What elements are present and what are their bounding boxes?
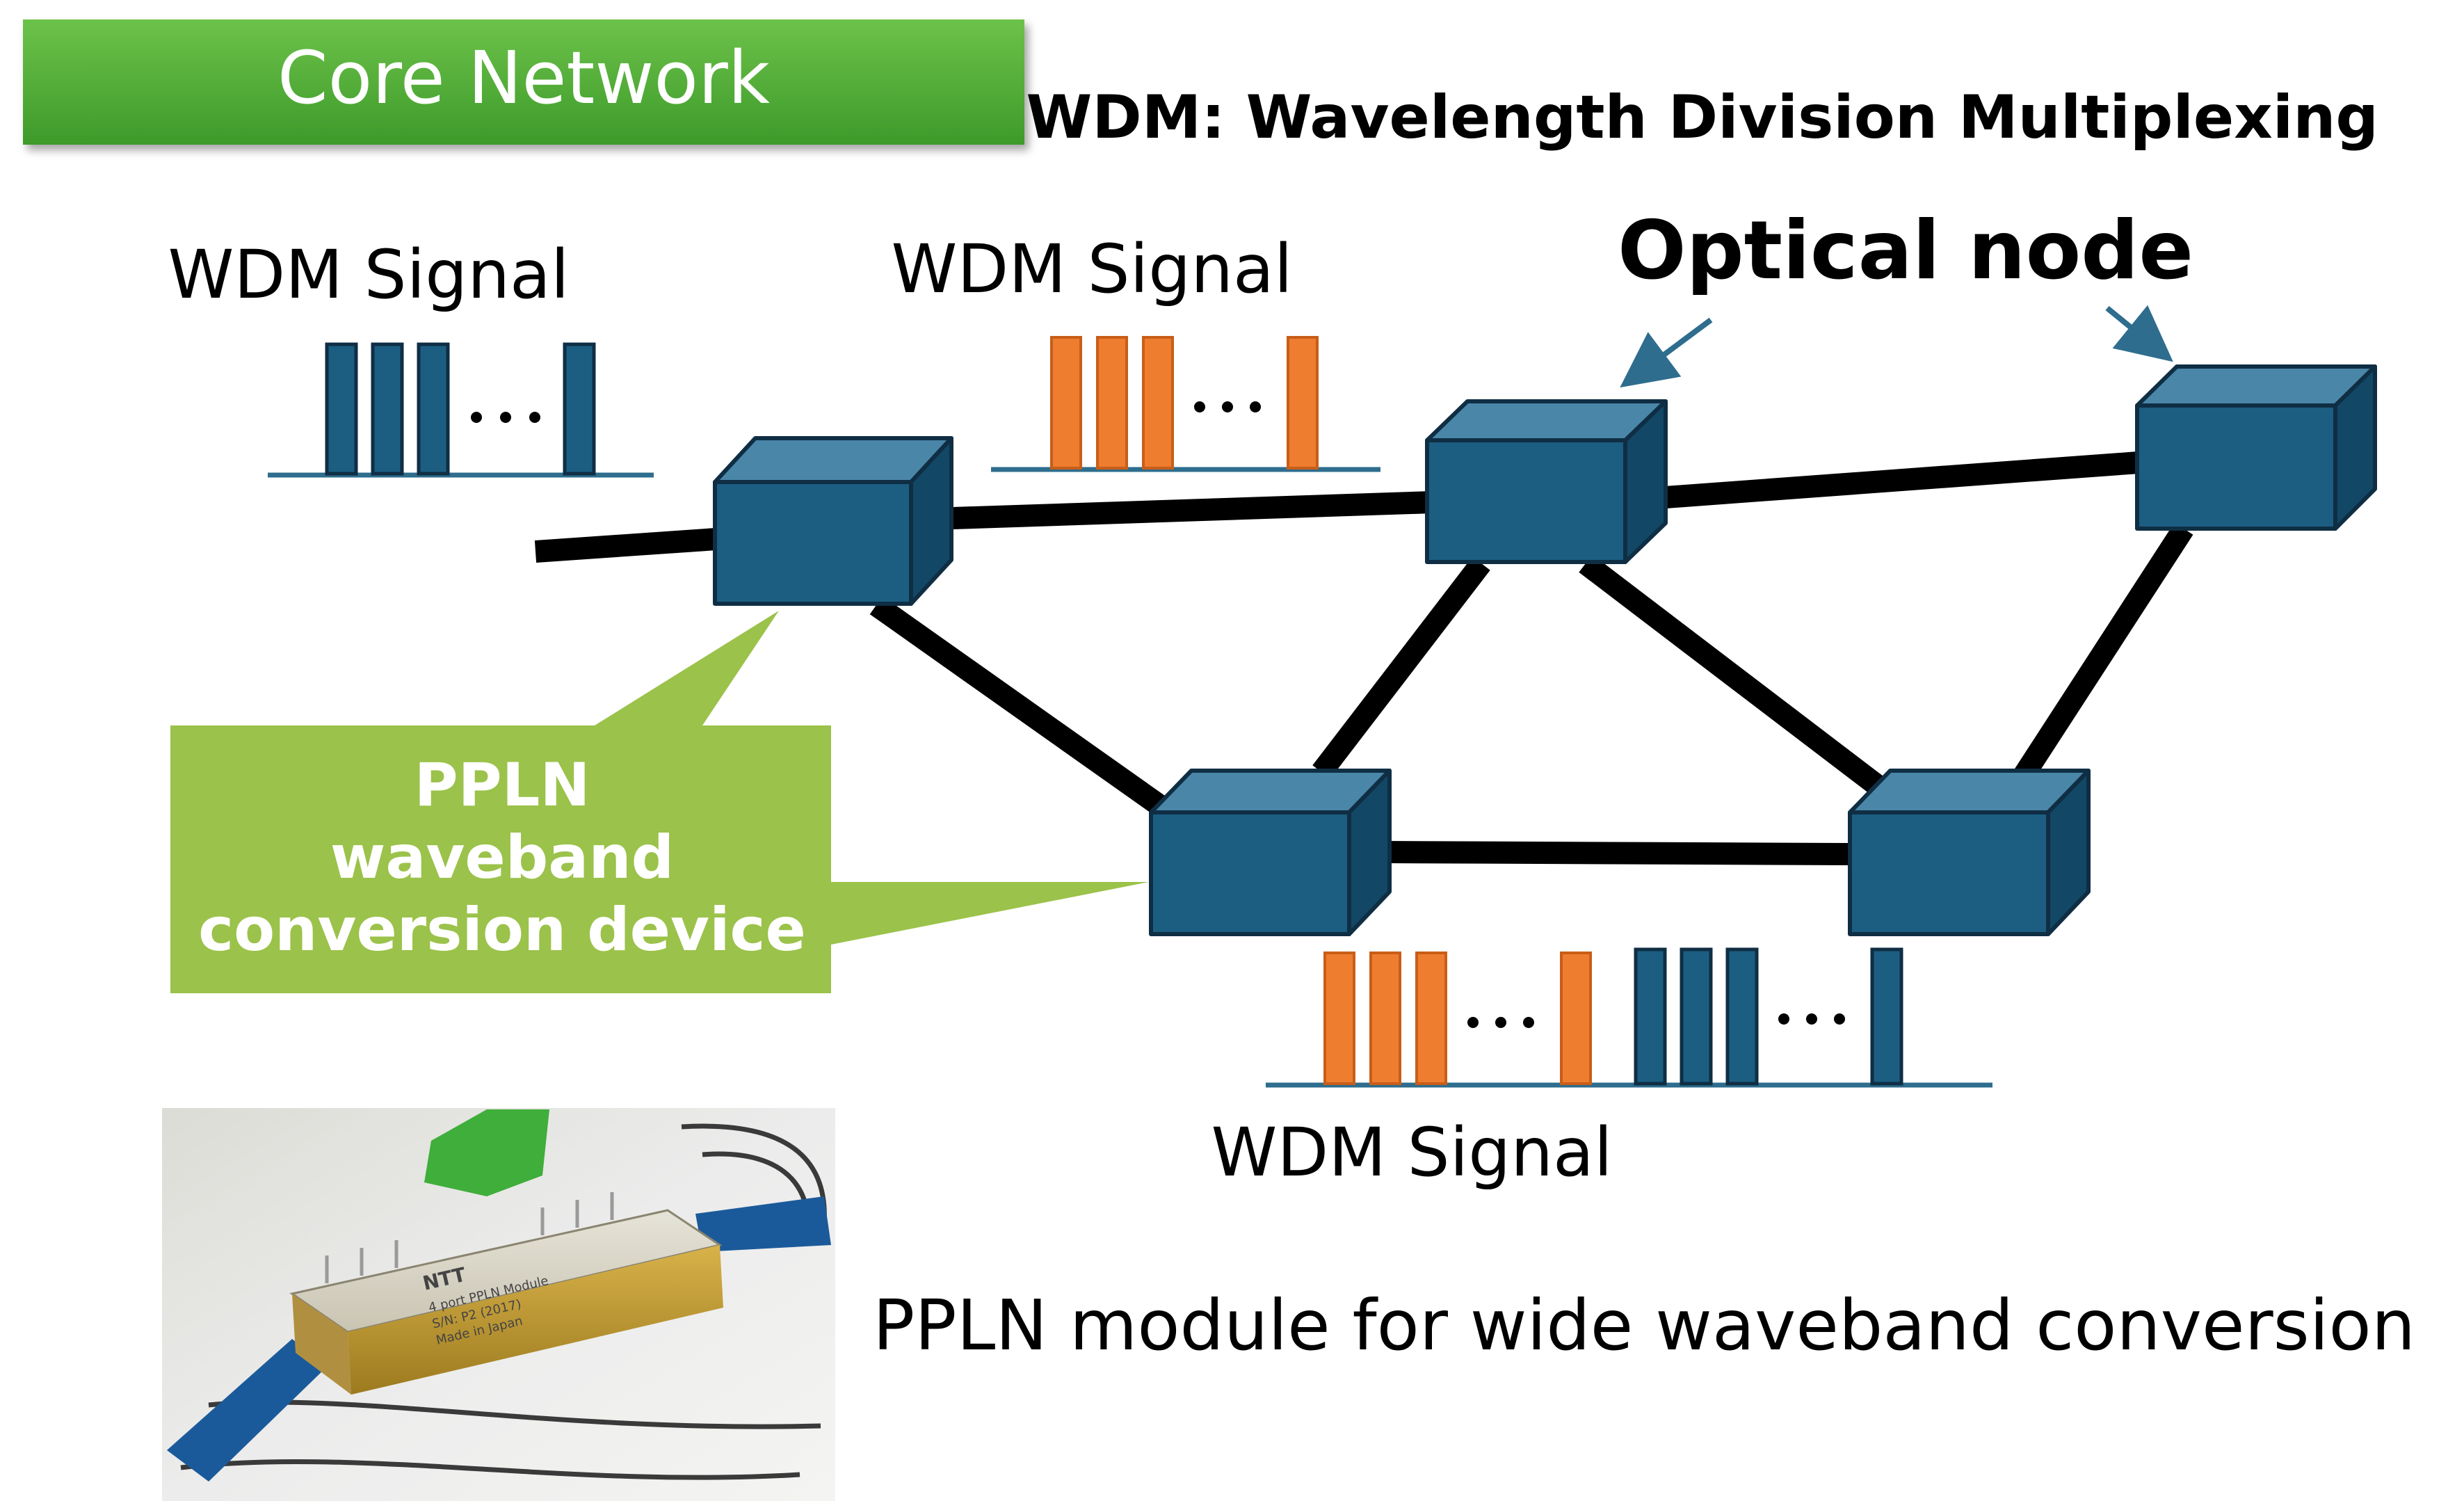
optical-node-1 [713,436,953,606]
channel-bar [1142,336,1174,469]
ellipsis-dots [1778,1013,1845,1025]
channel-bar [1870,947,1903,1086]
fiber-boot-right [695,1196,831,1252]
link-node1-node2 [952,491,1433,529]
core-network-badge: Core Network [23,19,1024,145]
wdm-signal-center: WDM Signal [891,230,1380,472]
callout-shape [170,611,1149,993]
ellipsis-dots [1467,1017,1534,1028]
module-side [292,1294,351,1395]
wdm-signal-left-label: WDM Signal [168,236,569,314]
channel-bar [1634,947,1667,1086]
channel-bar [1050,336,1082,469]
node-face [2135,403,2337,531]
network-links [534,451,2193,865]
channel-bar [1725,947,1759,1086]
optical-node-label: Optical node [1618,204,2193,298]
badge-label: Core Network [277,35,770,120]
channel-bar [1415,952,1447,1085]
ppln-module-photo: NTT 4 port PPLN Module S/N: P2 (2017) Ma… [162,1108,835,1501]
wdm-signal-bottom-label: WDM Signal [1211,1114,1612,1191]
channel-bar [1323,952,1355,1085]
link-node5-node3 [2007,522,2193,792]
ppln-callout: PPLN waveband conversion device [170,611,1149,993]
channel-bar [371,342,404,476]
channel-bar [1560,952,1592,1085]
channel-bar [325,342,358,476]
badge-background [23,19,1024,145]
channel-bar [1369,952,1401,1085]
link-node1-node4 [869,595,1168,817]
channel-bar [1096,336,1128,469]
node-face [1149,810,1351,936]
wdm-signal-center-label: WDM Signal [891,230,1292,308]
ellipsis-dots [1194,401,1261,412]
optical-node-4 [1149,769,1392,936]
fiber-boot-left [167,1339,327,1482]
module-caption: PPLN module for wide waveband conversion [873,1285,2415,1366]
optical-node-5 [1848,769,2091,936]
link-node2-node3 [1664,451,2140,508]
wdm-signal-left: WDM Signal [168,236,654,478]
optical-node-3 [2135,364,2377,531]
channel-bar [1287,336,1319,469]
channel-bar [417,342,450,476]
arrow-to-node-2 [1620,317,1713,388]
link-entry [534,528,718,563]
node-face [713,480,913,606]
link-node4-node2 [1312,556,1490,779]
link-node2-node5 [1579,554,1885,795]
channel-bar [1680,947,1713,1086]
node-face [1848,810,2050,936]
callout-line-3: conversion device [198,895,806,965]
wdm-definition: WDM: Wavelength Division Multiplexing [1026,83,2378,152]
callout-line-1: PPLN [414,750,590,820]
module-base [348,1245,723,1395]
channel-bar [563,342,596,476]
arrow-to-node-3 [2105,305,2173,362]
link-node4-node5 [1383,841,1851,865]
green-clip [424,1109,549,1196]
callout-line-2: waveband [330,823,674,892]
wdm-signal-bottom: WDM Signal [1211,947,1992,1191]
ellipsis-dots [471,412,540,423]
node-face [1425,438,1627,564]
optical-node-2 [1425,399,1668,564]
module-pins [325,1192,614,1283]
